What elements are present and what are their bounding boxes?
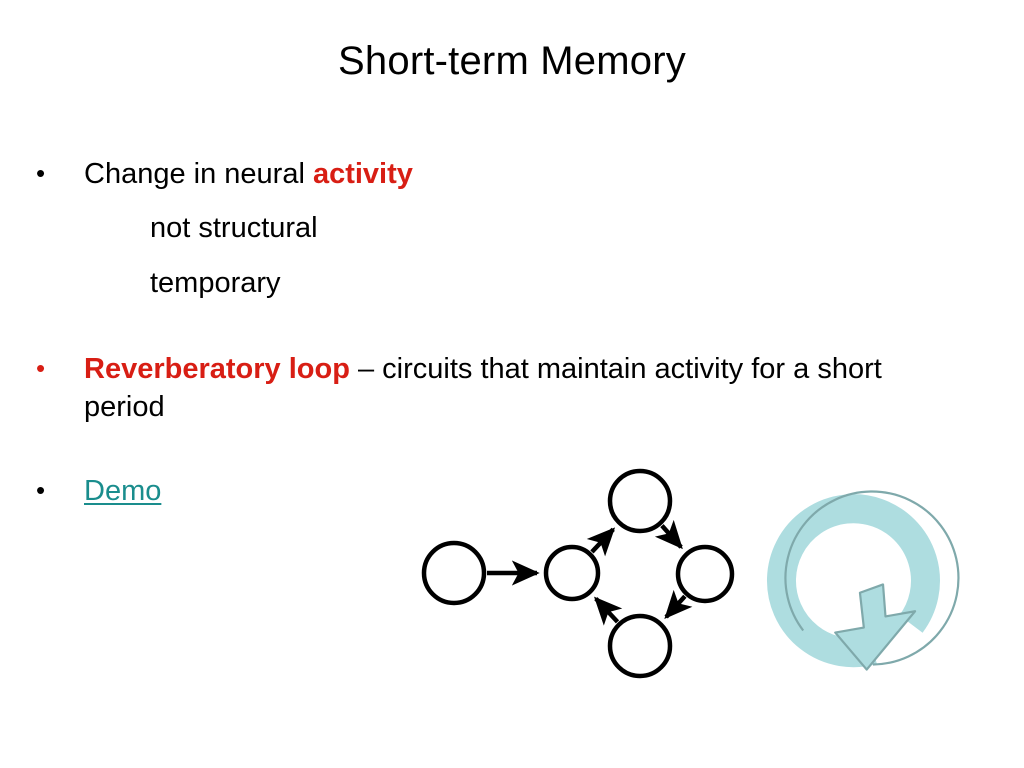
bullet-marker-2: •: [36, 352, 46, 383]
diagram-nodes: [421, 468, 735, 679]
node-top: [607, 468, 673, 534]
node-right: [675, 544, 735, 604]
circular-loop-arrow-icon: [766, 490, 960, 671]
bullet-text-1: Change in neural activity: [84, 155, 966, 193]
demo-link[interactable]: Demo: [84, 475, 162, 508]
edge-top-to-right: [654, 519, 683, 550]
bullet-2-emphasis-reverberatory-loop: Reverberatory loop: [84, 352, 350, 385]
node-input: [421, 540, 487, 606]
node-left: [543, 544, 601, 602]
edge-right-to-bottom: [664, 589, 693, 620]
bullet-2-trailing-text: – circuits that maintain activity for a …: [84, 352, 882, 424]
slide-body: • Change in neural activity not structur…: [36, 155, 966, 511]
edge-left-to-top: [586, 527, 616, 557]
node-bottom: [607, 613, 673, 679]
bullet-marker-1: •: [36, 158, 46, 188]
bullet-marker-3: •: [36, 475, 46, 506]
bullet-item-1: • Change in neural activity: [36, 155, 966, 193]
edge-bottom-to-left: [594, 596, 623, 626]
loop-icon-shape: [766, 490, 960, 671]
bullet-text-2: Reverberatory loop – circuits that maint…: [84, 350, 966, 427]
bullet-text-3: Demo: [84, 472, 966, 510]
bullet-item-3: • Demo: [36, 472, 966, 510]
bullet-1-emphasis-activity: activity: [312, 158, 413, 190]
sub-line-temporary: temporary: [150, 266, 281, 299]
page-title: Short-term Memory: [338, 39, 686, 83]
bullet-item-2: • Reverberatory loop – circuits that mai…: [36, 350, 966, 427]
sub-line-not-structural: not structural: [150, 212, 318, 245]
bullet-1-lead-text: Change in neural: [84, 158, 313, 190]
diagram-edges: [487, 519, 693, 626]
